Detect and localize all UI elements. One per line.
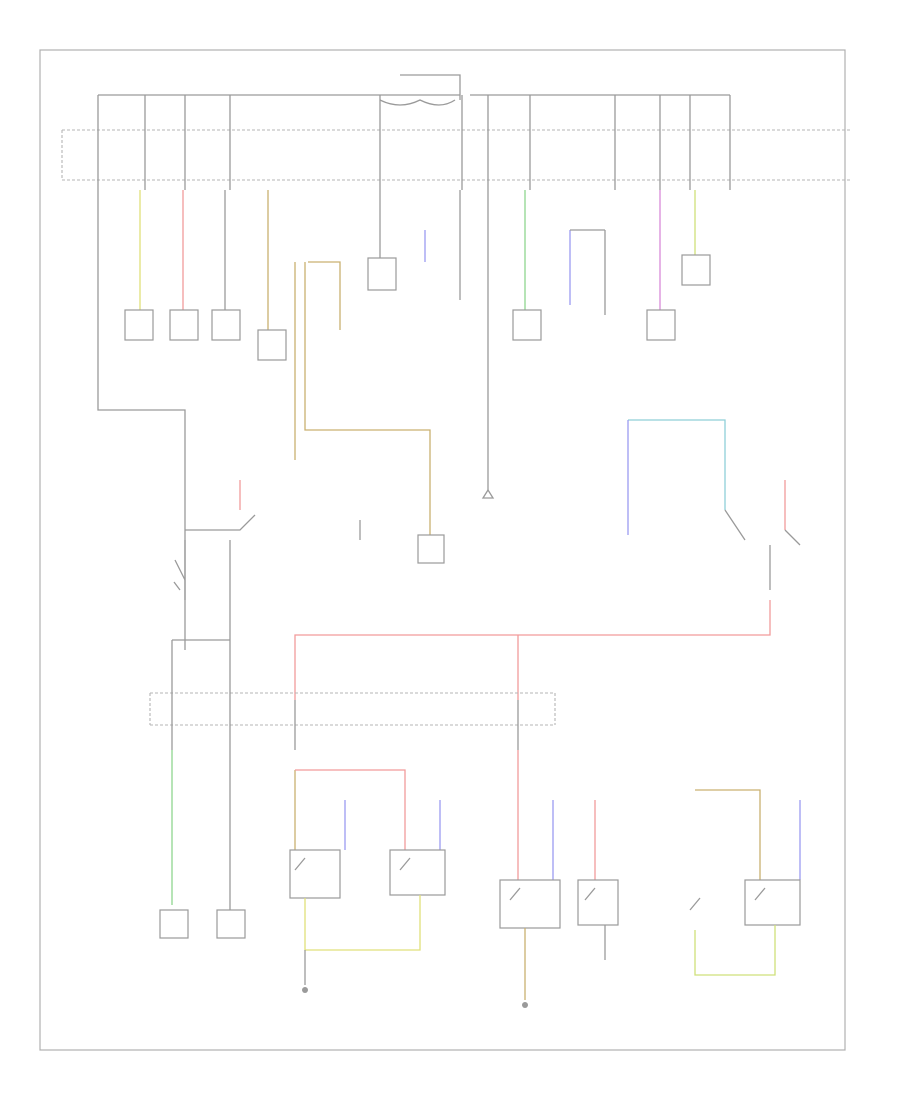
- left-switch-area: [173, 480, 256, 640]
- relay-4: [577, 879, 619, 926]
- seat-heater-right: [216, 909, 246, 939]
- middle-red-feed: [294, 600, 771, 700]
- diagram-frame: [39, 49, 846, 1051]
- connector-b: [169, 309, 199, 341]
- shift-lock-wiring: [294, 261, 495, 564]
- relay-1: [289, 849, 341, 899]
- lower-components: [159, 849, 801, 939]
- connector-a: [124, 309, 154, 341]
- connector-h: [681, 254, 711, 286]
- right-relay-loop: [627, 419, 801, 590]
- relay-3: [499, 879, 561, 929]
- connector-f: [512, 309, 542, 341]
- relay-5: [744, 879, 801, 926]
- lower-feeds: [171, 750, 801, 910]
- upper-components: [124, 254, 711, 361]
- connector-d: [257, 329, 287, 361]
- top-fuse-panel: [61, 74, 850, 190]
- ground-point-right: [522, 1002, 528, 1008]
- relay-2: [389, 849, 446, 896]
- connector-e: [367, 257, 397, 291]
- lower-fuse-panel: [149, 639, 556, 750]
- ground-returns: [302, 895, 776, 1008]
- seat-heater-left: [159, 909, 189, 939]
- shift-lock-component: [417, 534, 445, 564]
- connector-g: [646, 309, 676, 341]
- connector-c: [211, 309, 241, 341]
- ground-point-left: [302, 987, 308, 993]
